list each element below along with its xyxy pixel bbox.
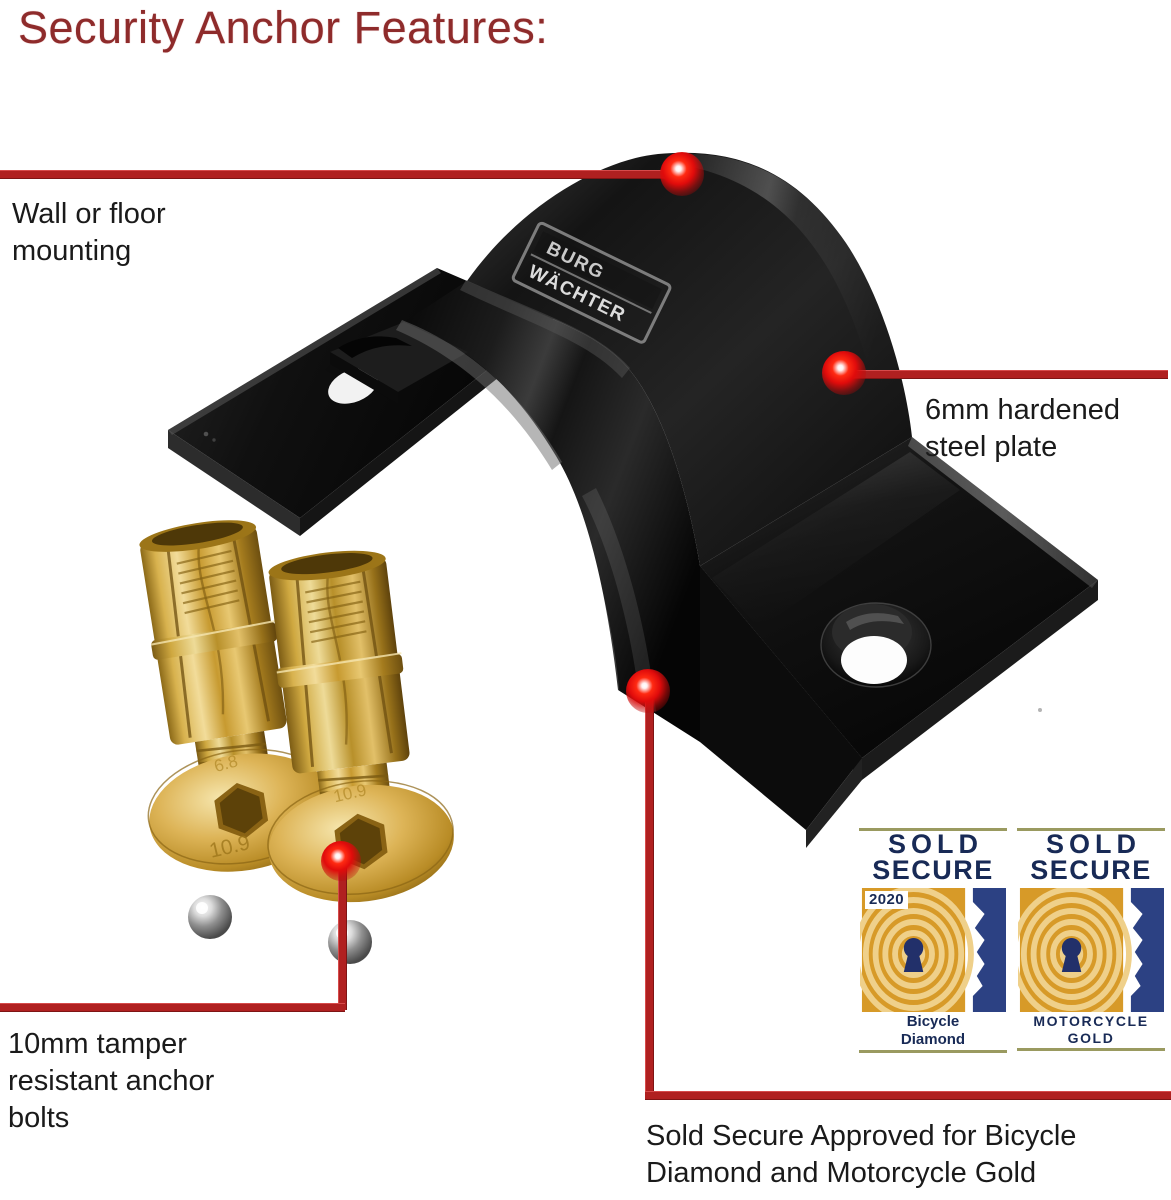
page-title: Security Anchor Features: bbox=[18, 2, 549, 53]
badge-title-line2: SECURE bbox=[872, 855, 994, 886]
burg-wachter-logo: BURG WÄCHTER bbox=[511, 221, 672, 344]
badge-subtitle-line2: GOLD bbox=[1067, 1029, 1115, 1046]
leader-line-bolts-vertical bbox=[338, 862, 347, 1010]
badge-motorcycle-gold: SOLD SECURE MO bbox=[1011, 828, 1167, 1066]
badge-subtitle-line1: Bicycle bbox=[906, 1012, 960, 1030]
badge-title-line2: SECURE bbox=[1030, 855, 1152, 886]
callout-label-sold-secure: Sold Secure Approved for Bicycle Diamond… bbox=[646, 1120, 1077, 1190]
badge-year: 2020 bbox=[865, 890, 908, 909]
anchor-right-foot bbox=[700, 437, 1098, 848]
badge-rings-graphic bbox=[1011, 885, 1164, 1022]
callout-label-anchor-bolts: 10mm tamper resistant anchor bolts bbox=[8, 1028, 215, 1135]
ball-bearing-right bbox=[328, 920, 372, 964]
badge-title: SOLD SECURE bbox=[857, 829, 1009, 886]
anchor-bolt-right: 10.9 bbox=[267, 550, 454, 903]
badge-title: SOLD SECURE bbox=[1015, 829, 1167, 886]
badge-artwork bbox=[1011, 885, 1164, 1022]
sold-secure-badges: SOLD SECURE 2020 bbox=[853, 828, 1167, 1066]
leader-line-sold-secure-horizontal bbox=[645, 1091, 1171, 1100]
badge-subtitle-line2: Diamond bbox=[900, 1030, 966, 1048]
callout-label-wall-mounting: Wall or floor mounting bbox=[12, 198, 166, 268]
mounting-hole bbox=[820, 602, 932, 688]
badge-bicycle-diamond: SOLD SECURE 2020 bbox=[853, 828, 1009, 1066]
badge-bottom-rule bbox=[859, 1050, 1007, 1054]
badge-top-rule bbox=[859, 828, 1007, 831]
leader-line-bolts-horizontal bbox=[0, 1003, 345, 1012]
badge-top-rule bbox=[1017, 828, 1165, 831]
callout-label-steel-plate: 6mm hardened steel plate bbox=[925, 394, 1121, 464]
leader-line-wall-mounting bbox=[0, 170, 684, 179]
ball-bearing-left bbox=[188, 895, 232, 939]
badge-subtitle-line1: MOTORCYCLE bbox=[1033, 1012, 1149, 1029]
leader-line-sold-secure-vertical bbox=[645, 690, 654, 1098]
badge-title-line1: SOLD bbox=[887, 829, 983, 859]
leader-line-steel-plate bbox=[846, 370, 1168, 379]
badge-artwork: 2020 bbox=[853, 885, 1006, 1022]
badge-title-line1: SOLD bbox=[1045, 829, 1141, 859]
badge-bottom-rule bbox=[1017, 1048, 1165, 1052]
